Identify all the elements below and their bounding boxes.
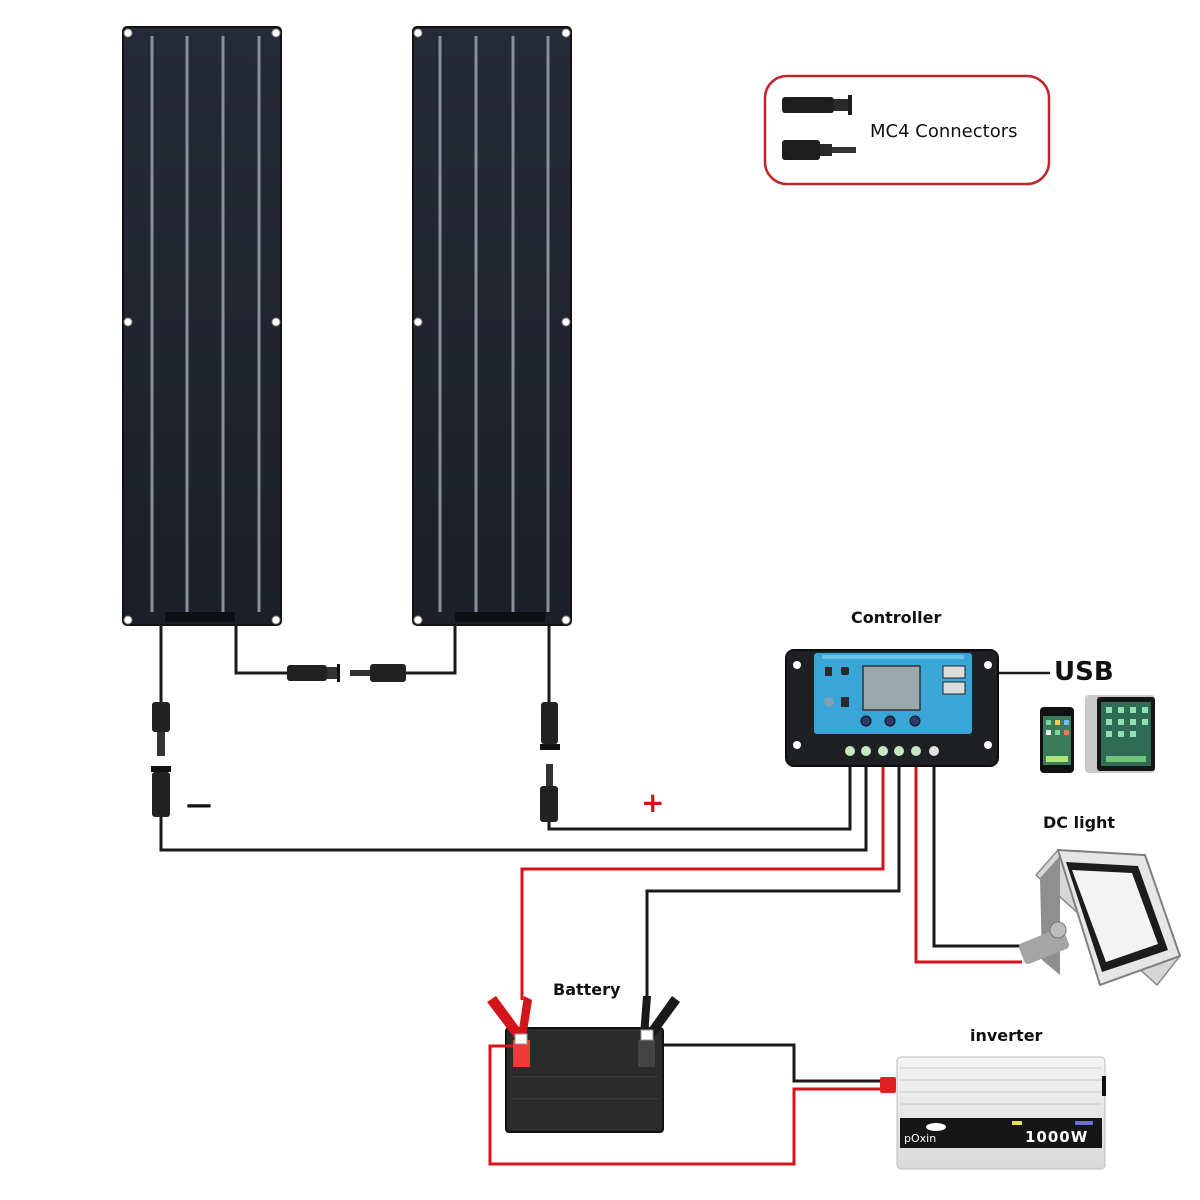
negative-mc4-connector-pair-icon <box>151 702 171 817</box>
controller-button-2[interactable] <box>884 715 896 727</box>
controller-terminals <box>845 746 939 756</box>
inverter-input-terminal <box>880 1077 896 1093</box>
red-battery-clamp-icon <box>487 996 532 1045</box>
usb-label: USB <box>1054 657 1114 687</box>
solar-panel-right <box>412 26 572 626</box>
controller-lcd-screen <box>862 665 921 711</box>
positive-panel-wire <box>547 625 852 831</box>
positive-mc4-connector-pair-icon <box>540 702 560 822</box>
battery-label: Battery <box>553 980 621 999</box>
usb-port-2[interactable] <box>942 681 966 695</box>
positive-polarity-sign: + <box>641 786 665 819</box>
controller-label: Controller <box>851 608 942 627</box>
series-mc4-male-connector-icon <box>350 664 406 682</box>
controller-button-3[interactable] <box>909 715 921 727</box>
battery-negative-terminal <box>638 1040 655 1067</box>
black-battery-clamp-icon <box>640 996 680 1041</box>
battery <box>505 1027 664 1133</box>
power-inverter <box>880 1056 1106 1170</box>
inverter-positive-wire <box>488 1044 885 1166</box>
series-link-wires <box>234 625 457 675</box>
dc-floodlight <box>1018 848 1182 987</box>
light-negative-wire <box>932 767 1022 948</box>
negative-polarity-sign: — <box>186 790 212 820</box>
solar-panel-left <box>122 26 282 626</box>
mc4-female-connector-icon <box>782 95 852 115</box>
inverter-negative-wire <box>663 1043 885 1083</box>
inverter-label: inverter <box>970 1026 1043 1045</box>
inverter-rating: 1000W <box>1025 1128 1089 1146</box>
mc4-male-connector-icon <box>782 140 856 160</box>
series-mc4-female-connector-icon <box>287 664 340 682</box>
tablet-icon <box>1085 695 1155 773</box>
mc4-legend <box>763 74 1051 186</box>
smartphone-icon <box>1040 707 1074 773</box>
inverter-brand: pOxin <box>904 1132 937 1145</box>
negative-panel-wire <box>159 625 868 852</box>
controller-button-1[interactable] <box>860 715 872 727</box>
dc-light-label: DC light <box>1043 813 1116 832</box>
battery-positive-wire <box>520 767 885 1000</box>
mc4-connectors-label: MC4 Connectors <box>870 121 1018 142</box>
battery-positive-terminal <box>513 1040 530 1067</box>
light-positive-wire <box>914 767 1022 964</box>
battery-negative-wire <box>645 767 901 1000</box>
charge-controller <box>785 649 999 767</box>
inverter-label-plate <box>900 1118 1102 1148</box>
usb-port-1[interactable] <box>942 665 966 679</box>
